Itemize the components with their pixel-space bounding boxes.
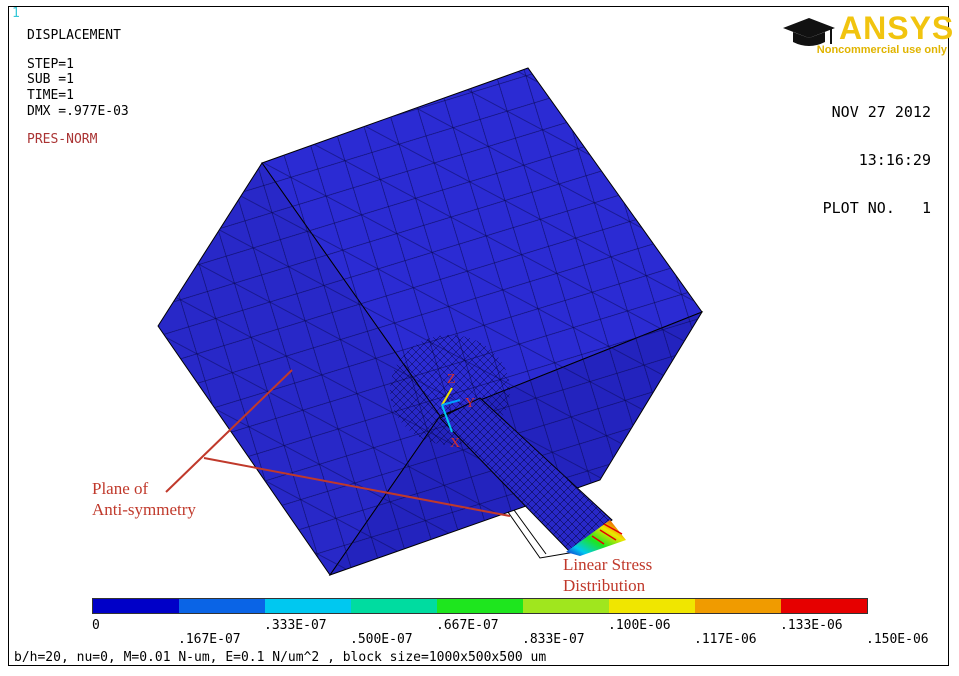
plot-number: PLOT NO. 1 <box>822 199 931 217</box>
legend-color-swatch <box>265 599 351 613</box>
legend-color-swatch <box>695 599 781 613</box>
legend-tick: .117E-06 <box>694 632 757 647</box>
legend-color-swatch <box>93 599 179 613</box>
legend-tick: .667E-07 <box>436 618 499 633</box>
dmx-label: DMX =.977E-03 <box>27 104 129 119</box>
legend-tick: .150E-06 <box>866 632 929 647</box>
plot-mode-label: PRES-NORM <box>27 132 98 147</box>
legend-color-swatch <box>781 599 867 613</box>
beam-mesh <box>440 398 612 552</box>
plot-title: DISPLACEMENT <box>27 28 121 43</box>
legend-color-swatch <box>437 599 523 613</box>
legend-tick: .133E-06 <box>780 618 843 633</box>
legend-tick: .100E-06 <box>608 618 671 633</box>
legend-tick: .500E-07 <box>350 632 413 647</box>
axis-label-z: Z <box>447 372 456 387</box>
axis-label-y: Y <box>465 396 476 411</box>
stress-arrows <box>591 523 623 545</box>
legend-tick: .833E-07 <box>522 632 585 647</box>
logo-text: ANSYS <box>839 10 955 46</box>
contour-legend-bar <box>92 598 868 614</box>
legend-color-swatch <box>179 599 265 613</box>
undeformed-outline-2 <box>513 509 547 555</box>
graduation-cap-icon <box>783 18 835 46</box>
block-front-face-mesh <box>158 163 440 575</box>
sub-label: SUB =1 <box>27 72 74 87</box>
legend-color-swatch <box>351 599 437 613</box>
plot-date: NOV 27 2012 <box>831 103 931 121</box>
block-top-face-mesh <box>262 68 702 416</box>
legend-color-swatch <box>523 599 609 613</box>
legend-tick: .167E-07 <box>178 632 241 647</box>
date-block: NOV 27 2012 13:16:29 PLOT NO. 1 <box>823 72 931 232</box>
annotation-leaders <box>165 369 511 517</box>
legend-tick: 0 <box>92 618 100 633</box>
plane-annotation: Plane of Anti-symmetry <box>92 479 196 519</box>
time-label: TIME=1 <box>27 88 74 103</box>
undeformed-outline <box>507 511 576 559</box>
window-number: 1 <box>12 6 20 21</box>
plot-time: 13:16:29 <box>858 151 931 169</box>
graphics-window-frame <box>8 6 949 666</box>
ansys-logo: ANSYS Noncommercial use only <box>779 10 953 60</box>
axis-triad <box>441 387 461 433</box>
logo-subtitle: Noncommercial use only <box>816 44 947 56</box>
stress-annotation: Linear Stress Distribution <box>563 555 653 595</box>
footer-parameters: b/h=20, nu=0, M=0.01 N-um, E=0.1 N/um^2 … <box>14 650 547 665</box>
step-label: STEP=1 <box>27 57 74 72</box>
legend-tick: .333E-07 <box>264 618 327 633</box>
axis-label-x: X <box>450 436 461 451</box>
legend-color-swatch <box>609 599 695 613</box>
